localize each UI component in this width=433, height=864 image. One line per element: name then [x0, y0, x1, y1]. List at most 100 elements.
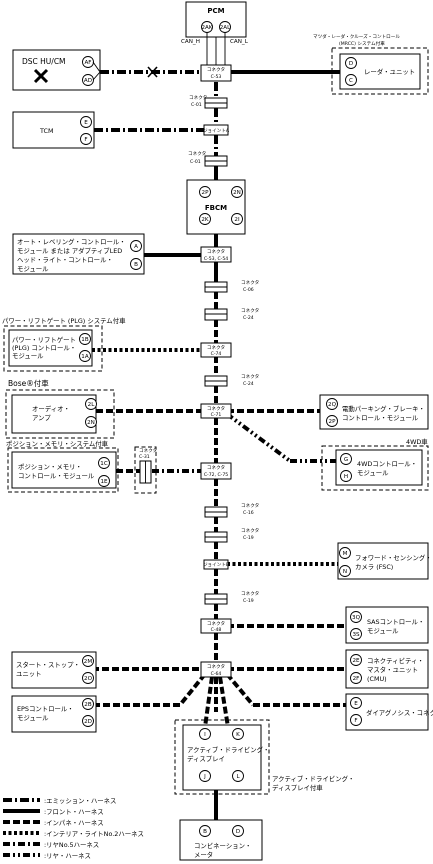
- pin-f: [80, 133, 92, 145]
- mrcc-option-label-2: (MRCC) システム付車: [339, 40, 385, 47]
- plg-label-2: (PLG) コントロール・: [12, 344, 76, 352]
- start-stop-label-2: ユニット: [16, 670, 42, 678]
- pin-d-label: D: [349, 61, 353, 67]
- start-stop-unit-box: スタート・ストップ・ ユニット 2M 2O: [11, 651, 97, 689]
- pin-2p-b-label: 2P: [329, 419, 337, 425]
- pin-2o-label: 2O: [84, 676, 93, 682]
- pin-2al: [219, 21, 231, 33]
- pin-2ak: [201, 21, 213, 33]
- connector-word: コネクタ: [241, 373, 259, 380]
- connector-c19-b-label: C-19: [243, 598, 254, 604]
- connector-word: コネクタ: [241, 502, 259, 509]
- pin-2n-b-label: 2N: [87, 420, 95, 426]
- pin-j: [199, 770, 211, 782]
- pin-m-label: M: [343, 551, 348, 557]
- pin-c: [345, 74, 357, 86]
- connector-c53: コネクタ C-53: [200, 64, 232, 82]
- connector-c64: コネクタ C-64: [200, 661, 232, 678]
- connector-c19-label: C-19: [243, 535, 254, 541]
- pin-2p-b: [326, 415, 338, 427]
- memory-control-module-box: ポジション・メモリ・ コントロール・モジュール 1C 1E: [11, 451, 117, 489]
- connector-word: コネクタ: [207, 464, 225, 471]
- connector-c74: コネクタ C-74: [200, 342, 232, 358]
- pin-2l-label: 2L: [88, 402, 96, 408]
- pin-c-label: C: [349, 78, 353, 84]
- pin-b-meter-label: B: [203, 829, 207, 835]
- pin-a-label: A: [134, 244, 138, 250]
- connector-word: コネクタ: [207, 620, 225, 627]
- connector-c24-b-label: C-24: [243, 381, 254, 387]
- pin-e-b: [350, 697, 362, 709]
- eps-label-2: モジュール: [17, 714, 49, 722]
- pin-f-b-label: F: [354, 718, 357, 724]
- bose-option-frame: [5, 389, 115, 439]
- active-driving-display-box: I K アクティブ・ドライビング・ ディスプレイ J L: [182, 724, 269, 791]
- can-l-label: CAN_L: [230, 39, 249, 45]
- connector-c74-label: C-74: [211, 351, 222, 357]
- adisp-label-1: アクティブ・ドライビング・: [187, 745, 269, 754]
- pin-1c: [98, 457, 110, 469]
- connector-word: コネクタ: [241, 279, 259, 286]
- cmu-label-2: マスタ・ユニット: [367, 665, 418, 674]
- pin-i-label: I: [204, 732, 206, 738]
- eps-control-module-box: EPSコントロール・ モジュール 2B 2D: [11, 695, 97, 733]
- headlight-module-box: オート・レベリング・コントロール・ モジュール または アダプティブLED ヘッ…: [12, 233, 145, 275]
- x-mark-icon: [147, 66, 158, 78]
- pin-i: [199, 728, 211, 740]
- connector-word: コネクタ: [241, 590, 259, 597]
- connector-c31: コネクタ C-31: [134, 446, 157, 494]
- fsc-label-1: フォワード・センシング・: [355, 553, 432, 562]
- connector-c48: コネクタ C-48: [200, 618, 232, 634]
- sas-label-1: SASコントロール・: [367, 618, 424, 626]
- mrcc-option-frame: [331, 47, 429, 95]
- pin-2i: [231, 213, 243, 225]
- headlight-label-1: オート・レベリング・コントロール・: [17, 237, 126, 246]
- pin-n-label: N: [343, 569, 347, 575]
- epb-label-2: コントロール・モジュール: [342, 414, 419, 422]
- connector-word: コネクタ: [188, 150, 206, 157]
- pin-d: [345, 57, 357, 69]
- fbcm-label: FBCM: [205, 204, 227, 212]
- legend-label-rear5: :リヤNo.5ハーネス: [44, 841, 99, 849]
- connector-c7275-label: C-72, C-75: [204, 472, 228, 478]
- memory-label-2: コントロール・モジュール: [18, 472, 95, 480]
- plg-label-3: モジュール: [12, 352, 44, 360]
- cmu-label-3: (CMU): [367, 675, 387, 683]
- pin-2l: [85, 398, 97, 410]
- diagnosis-connector-box: E F ダイアグノシス・コネクタ2: [345, 693, 433, 731]
- legend-label-emission: :エミッション・ハーネス: [44, 797, 116, 805]
- bose-option-label: Bose®付車: [8, 378, 49, 388]
- pin-h-label: H: [344, 474, 348, 480]
- legend-label-interior: :インテリア・ライトNo.2ハーネス: [44, 830, 144, 838]
- pin-2q: [326, 398, 338, 410]
- cmu-label-1: コネクティビティ・: [367, 656, 424, 665]
- connector-word: コネクタ: [207, 344, 225, 351]
- pin-1b-label: 1B: [81, 337, 89, 343]
- pcm-label: PCM: [207, 7, 224, 15]
- pin-af-label: AF: [84, 60, 91, 66]
- adisp-label-2: ディスプレイ: [187, 754, 225, 763]
- pin-3s-label: 3S: [352, 632, 360, 638]
- connector-word: コネクタ: [241, 527, 259, 534]
- pin-2n-b: [85, 416, 97, 428]
- pin-2m: [82, 655, 94, 667]
- epb-label-1: 電動パーキング・ブレーキ・: [342, 404, 425, 413]
- plg-label-1: パワー・リフトゲート: [12, 335, 76, 344]
- connector-c24-label: C-24: [243, 315, 254, 321]
- pin-l: [232, 770, 244, 782]
- pin-1c-label: 1C: [100, 461, 108, 467]
- memory-option-frame: [7, 447, 119, 493]
- pin-2f: [350, 672, 362, 684]
- eps-label-1: EPSコントロール・: [17, 705, 74, 713]
- meter-label-1: コンビネーション・: [194, 841, 251, 850]
- connector-c53-c54: コネクタ C-53, C-54: [200, 246, 232, 263]
- fsc-label-2: カメラ (FSC): [355, 563, 393, 571]
- pin-g: [340, 453, 352, 465]
- sas-control-module-box: 3Q 3S SASコントロール・ モジュール: [345, 606, 429, 644]
- connector-c48-label: C-48: [211, 627, 222, 633]
- pin-2p: [199, 186, 211, 198]
- pin-2e: [350, 654, 362, 666]
- connector-c24: [204, 308, 228, 321]
- connector-c71: コネクタ C-71: [200, 403, 232, 419]
- pin-1a: [79, 350, 91, 362]
